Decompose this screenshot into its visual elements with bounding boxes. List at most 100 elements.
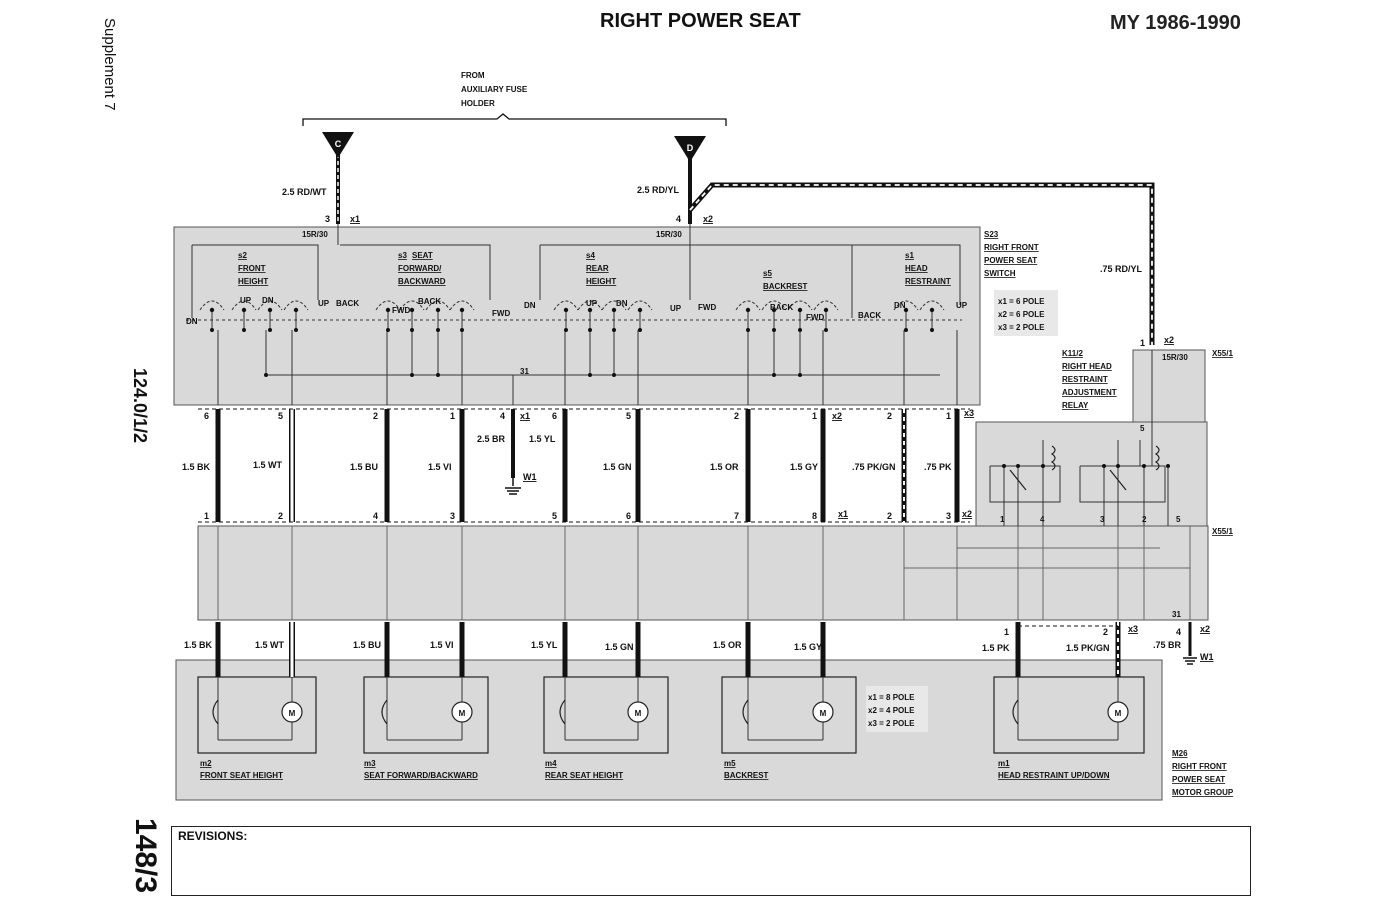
sw-pivot-10 — [612, 328, 616, 332]
switch-section-line-2-0: REAR — [586, 264, 609, 273]
bottom-wire-label-2: 1.5 BU — [353, 640, 381, 650]
switch-contact-label-15: BACK — [858, 311, 881, 320]
switch-contact-label-5: FWD — [392, 306, 410, 315]
sw-node-5 — [772, 373, 776, 377]
sw-pivot-2 — [268, 328, 272, 332]
motor-pin-2: 4 — [1176, 627, 1181, 637]
bottom-wire-label-7: 1.5 GY — [794, 642, 822, 652]
switch-ground-term: 31 — [520, 367, 529, 376]
sw-contact-1 — [241, 307, 247, 313]
sw-pivot-1 — [242, 328, 246, 332]
relay-top-pin: 5 — [1140, 424, 1145, 433]
motor-id-3: m5 — [724, 759, 736, 768]
motor-name-0: FRONT SEAT HEIGHT — [200, 771, 283, 780]
lower-x2-connector: x2 — [962, 509, 972, 519]
sw-pivot-5 — [410, 328, 414, 332]
switch-section-line-3-0: BACKREST — [763, 282, 808, 291]
switch-title-0: S23 — [984, 230, 999, 239]
motor-circle-1 — [451, 701, 473, 723]
x55-pkb-route — [956, 526, 1160, 549]
upper-pin-5: 6 — [552, 411, 557, 421]
motor-symbol-0: M — [289, 709, 296, 718]
upper-pin-8: 1 — [812, 411, 817, 421]
motor-name-2: REAR SEAT HEIGHT — [545, 771, 623, 780]
fuse-brace — [302, 113, 727, 126]
motor-box-3 — [721, 676, 857, 754]
switch-section-line-0-0: FRONT — [238, 264, 266, 273]
feed-wire-x55-stripe — [689, 184, 1153, 345]
sw-node-2 — [436, 373, 440, 377]
bottom-wire-label-1: 1.5 WT — [255, 640, 285, 650]
bottom-wire-label-9: 1.5 PK/GN — [1066, 643, 1110, 653]
relay-coil-frame-b — [1079, 465, 1166, 503]
sw-contact-12 — [745, 307, 751, 313]
mid-wire-label-0: 1.5 BK — [182, 462, 211, 472]
relay-node-5 — [1142, 464, 1146, 468]
sw-pivot-11 — [638, 328, 642, 332]
mid-x2-connector: x2 — [832, 411, 842, 421]
upper-pin-9: 2 — [887, 411, 892, 421]
sw-arc-11 — [627, 300, 653, 311]
motor-symbol-2: M — [635, 709, 642, 718]
sw-contact-10 — [611, 307, 617, 313]
mid-wire-label-7: 1.5 OR — [710, 462, 739, 472]
bottom-wire-label-5: 1.5 GN — [605, 642, 634, 652]
sw-pivot-6 — [436, 328, 440, 332]
relay-term: 15R/30 — [1162, 353, 1188, 362]
sw-contact-17 — [929, 307, 935, 313]
sw-arc-15 — [813, 300, 839, 311]
sw-contact-15 — [823, 307, 829, 313]
relay-bottom-pin-2: 3 — [1100, 515, 1105, 524]
switch-contact-label-12: FWD — [698, 303, 716, 312]
switch-section-line-1-1: FORWARD/ — [398, 264, 442, 273]
motor-name-4: HEAD RESTRAINT UP/DOWN — [998, 771, 1110, 780]
sw-pivot-4 — [386, 328, 390, 332]
switch-pole-legend-bg — [994, 290, 1058, 336]
motor-breaker-2 — [559, 699, 566, 725]
relay-bottom-pin-3: 2 — [1142, 515, 1147, 524]
sw-contact-16 — [903, 307, 909, 313]
mid-x1-connector: x1 — [520, 411, 530, 421]
sw-contact-9 — [587, 307, 593, 313]
sw-arc-4 — [375, 300, 401, 311]
sw-contact-8 — [563, 307, 569, 313]
relay-terminal-panel — [1132, 349, 1206, 425]
sw-node-4 — [612, 373, 616, 377]
sw-pivot-8 — [564, 328, 568, 332]
sw-node-1 — [410, 373, 414, 377]
feed-pin-c: 3 — [325, 214, 330, 224]
model-year: MY 1986-1990 — [1110, 12, 1241, 34]
mid-wire-label-10: .75 PK — [924, 462, 952, 472]
bottom-wire-label-3: 1.5 VI — [430, 640, 454, 650]
relay-coil-b — [1154, 445, 1160, 471]
sw-contact-13 — [771, 307, 777, 313]
mid-wire-label-5: 1.5 YL — [529, 434, 556, 444]
switch-title-3: SWITCH — [984, 269, 1016, 278]
motor-group-title-1: RIGHT FRONT — [1172, 762, 1227, 771]
motor-w1: W1 — [1200, 652, 1214, 662]
fuse-source-line-2: HOLDER — [461, 99, 495, 108]
motor-pole-legend-bg — [866, 686, 928, 732]
lower-pin-0: 1 — [204, 511, 209, 521]
bottom-wire-label-6: 1.5 OR — [713, 640, 742, 650]
switch-contact-label-2: DN — [262, 296, 274, 305]
motor-id-4: m1 — [998, 759, 1010, 768]
switch-title-2: POWER SEAT — [984, 256, 1037, 265]
relay-title-3: ADJUSTMENT — [1062, 388, 1117, 397]
sw-contact-3 — [293, 307, 299, 313]
lower-pin-1: 2 — [278, 511, 283, 521]
x55-ground-term: 31 — [1172, 610, 1181, 619]
fuse-d-triangle — [674, 136, 706, 162]
sw-arc-9 — [577, 300, 603, 311]
motor-group-title-0: M26 — [1172, 749, 1188, 758]
sw-arc-14 — [787, 300, 813, 311]
motor-symbol-4: M — [1115, 709, 1122, 718]
revisions-box: REVISIONS: — [171, 826, 1251, 896]
upper-pin-3: 1 — [450, 411, 455, 421]
sw-pivot-15 — [824, 328, 828, 332]
sw-node-0 — [264, 373, 268, 377]
mid-x3-connector: x3 — [964, 408, 974, 418]
switch-section-line-2-1: HEIGHT — [586, 277, 616, 286]
sw-pivot-0 — [210, 328, 214, 332]
